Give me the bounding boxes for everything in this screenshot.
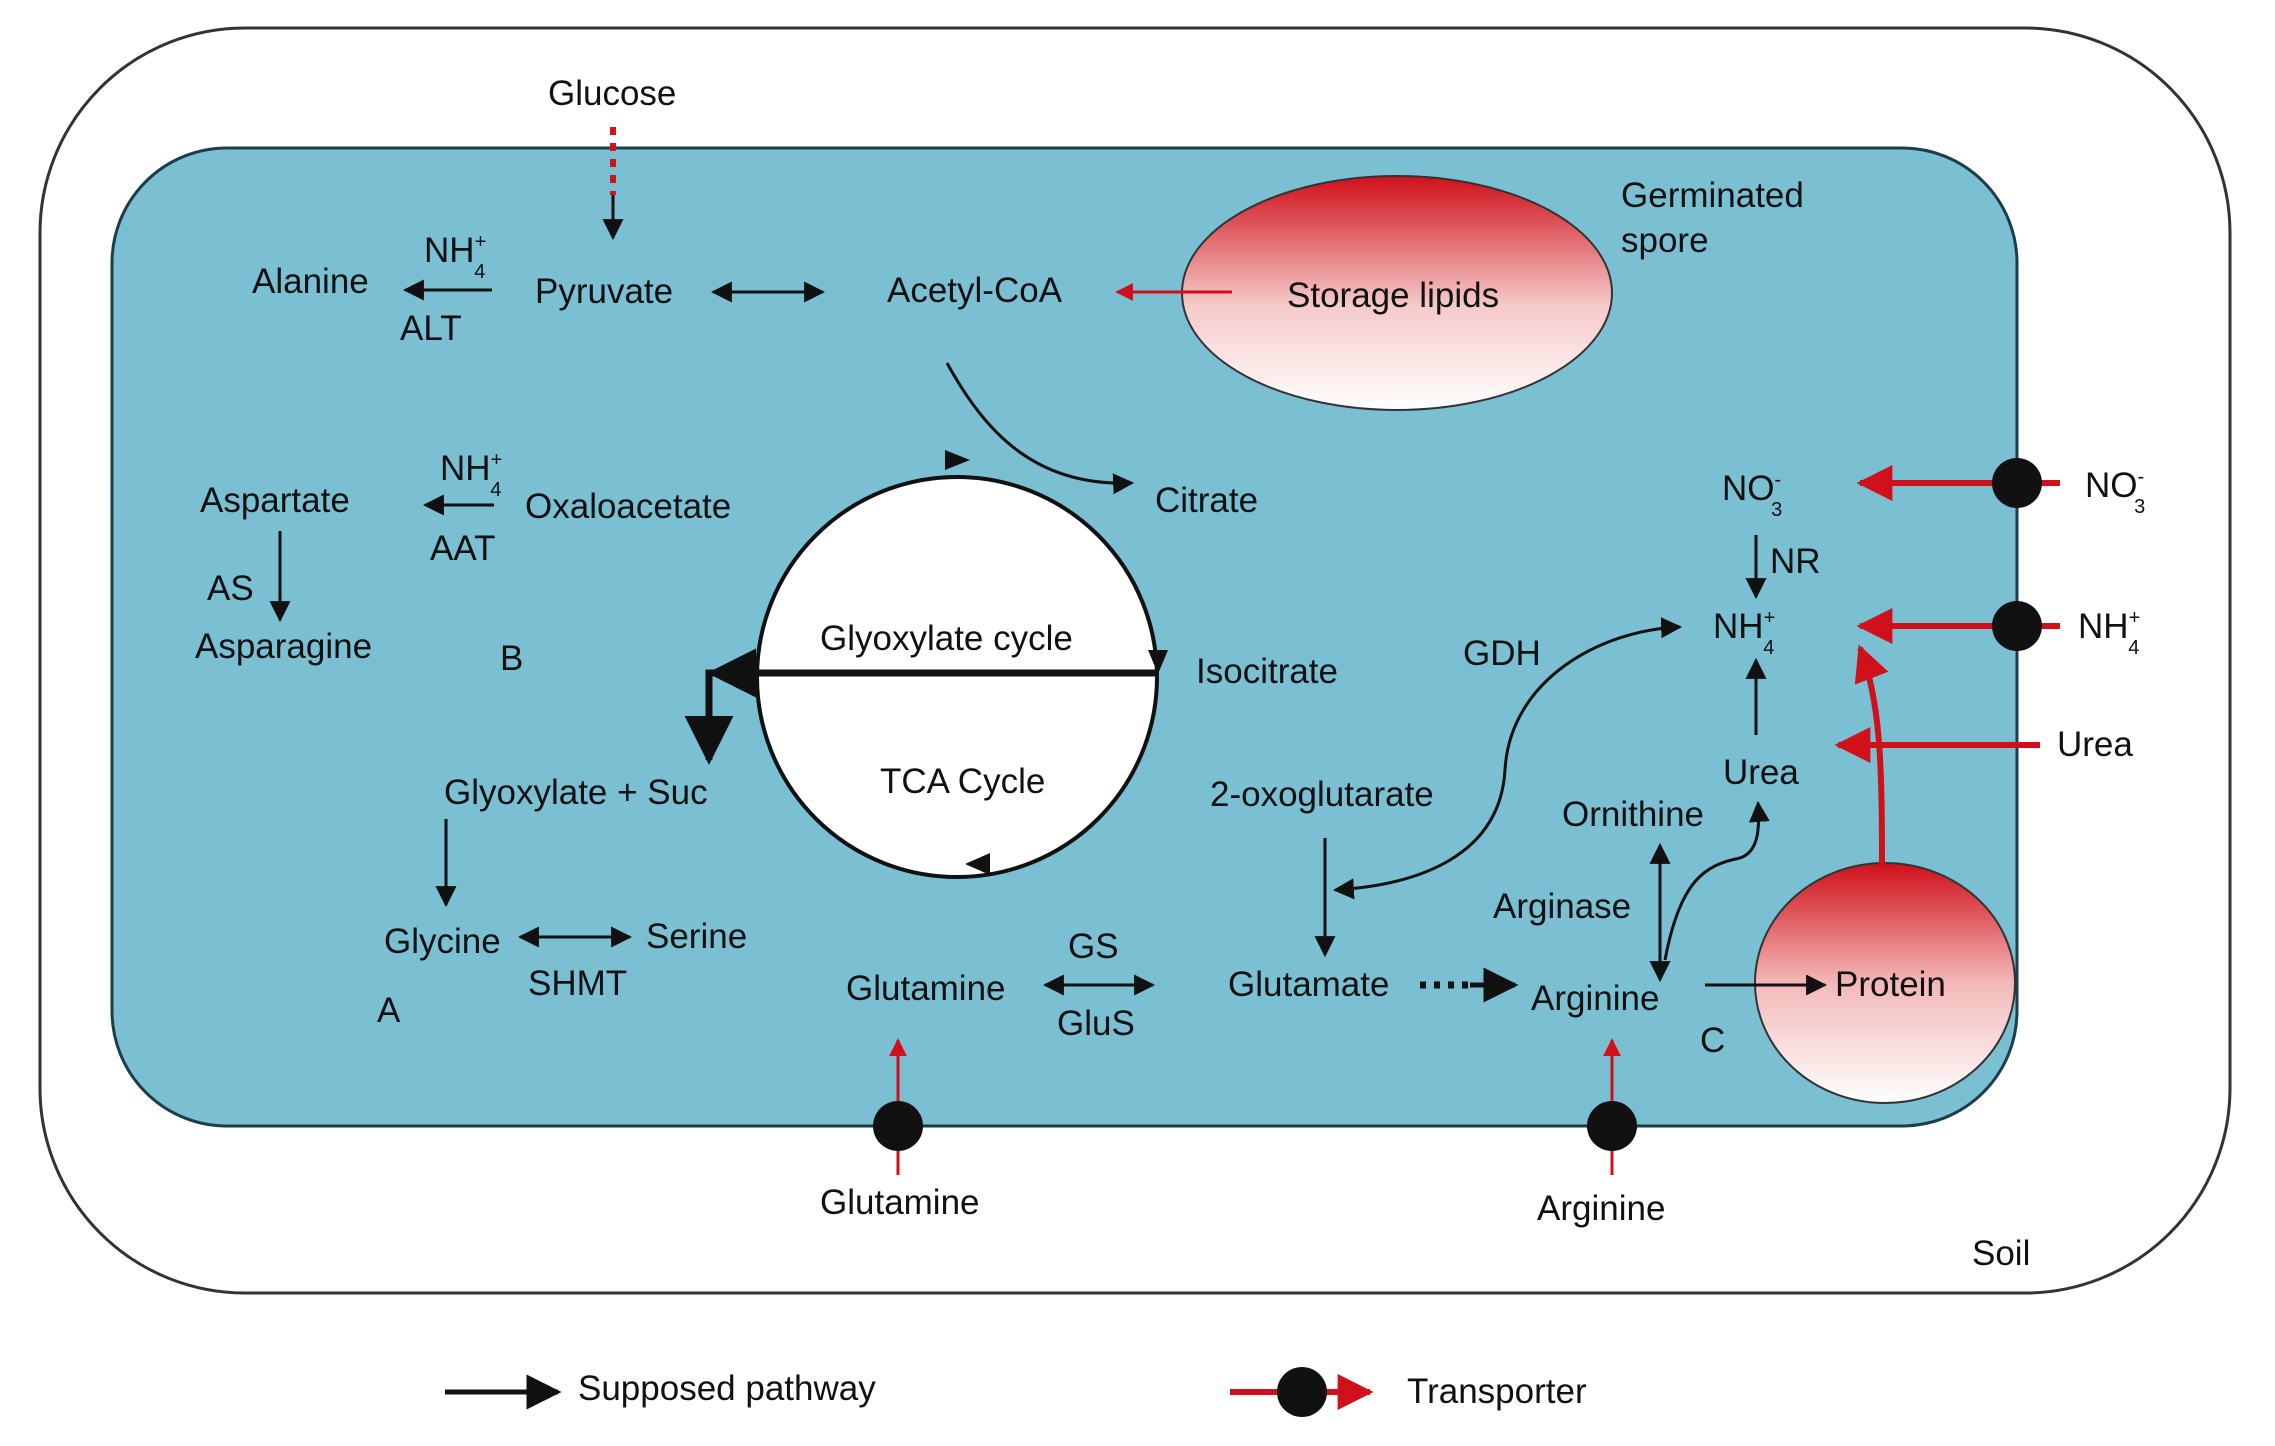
label-glucose: Glucose [548,74,676,113]
label-ornithine: Ornithine [1562,795,1704,834]
label-arginine-inner: Arginine [1531,979,1659,1018]
label-no3-outer: NO-3 [2085,466,2145,518]
legend-transporter: Transporter [1407,1372,1587,1411]
label-spore: spore [1621,221,1709,260]
label-storage-lipids: Storage lipids [1287,276,1499,315]
label-nh4-alt: NH+4 [424,231,486,283]
cycle-bottom-arrowhead [965,853,990,875]
cycle-down-arrow [684,669,734,765]
arginine-transporter [1587,1101,1637,1151]
label-b: B [500,639,523,678]
nh4-transporter [1992,601,2042,651]
label-isocitrate: Isocitrate [1196,652,1338,691]
cycle-right-arrowhead [1148,650,1168,674]
label-c: C [1700,1021,1725,1060]
label-nh4-inner: NH+4 [1713,607,1775,659]
no3-transporter [1992,458,2042,508]
label-2-oxoglutarate: 2-oxoglutarate [1210,775,1434,814]
label-glus: GluS [1057,1004,1135,1043]
legend-supposed-pathway: Supposed pathway [578,1369,876,1408]
label-urea-outer: Urea [2057,725,2133,764]
cycle-top-arrowhead [945,450,970,470]
acetylcoa-to-citrate-arrow [945,362,1135,495]
label-soil: Soil [1972,1234,2030,1273]
label-arginase: Arginase [1493,887,1631,926]
label-pyruvate: Pyruvate [535,272,673,311]
label-asparagine: Asparagine [195,627,372,666]
gdh-arrow [1332,617,1683,900]
arginine-to-urea-arrow [1663,800,1770,961]
label-as: AS [207,569,254,608]
protein-to-nh4-arrow [1854,644,1889,867]
label-shmt: SHMT [528,964,627,1003]
protein-body [1754,862,2016,1104]
label-gs: GS [1068,927,1119,966]
label-citrate: Citrate [1155,481,1258,520]
label-glyoxylate-cycle: Glyoxylate cycle [820,619,1073,658]
label-aspartate: Aspartate [200,481,350,520]
label-nh4-outer: NH+4 [2078,607,2140,659]
legend-transporter-dot [1277,1367,1327,1417]
label-glycine: Glycine [384,922,501,961]
label-alanine: Alanine [252,262,369,301]
label-aat: AAT [430,529,495,568]
label-oxaloacetate: Oxaloacetate [525,487,731,526]
label-tca-cycle: TCA Cycle [880,762,1045,801]
label-a: A [377,991,401,1030]
label-no3-inner: NO-3 [1722,469,1782,521]
label-urea-inner: Urea [1723,753,1799,792]
label-glyoxylate-suc: Glyoxylate + Suc [444,773,708,812]
label-glutamine: Glutamine [846,969,1006,1008]
label-germinated: Germinated [1621,176,1804,215]
cycle-circle [755,475,1159,879]
label-gdh: GDH [1463,634,1541,673]
label-alt: ALT [400,309,462,348]
label-nh4-aat: NH+4 [440,449,502,501]
label-glutamine-outer: Glutamine [820,1183,980,1222]
label-arginine-outer: Arginine [1537,1189,1665,1228]
label-nr: NR [1770,542,1821,581]
label-acetyl-coa: Acetyl-CoA [887,271,1063,310]
label-protein: Protein [1835,965,1946,1004]
legend: Supposed pathway Transporter [445,1367,1587,1417]
label-serine: Serine [646,917,747,956]
label-glutamate: Glutamate [1228,965,1389,1004]
glutamine-transporter [873,1101,923,1151]
